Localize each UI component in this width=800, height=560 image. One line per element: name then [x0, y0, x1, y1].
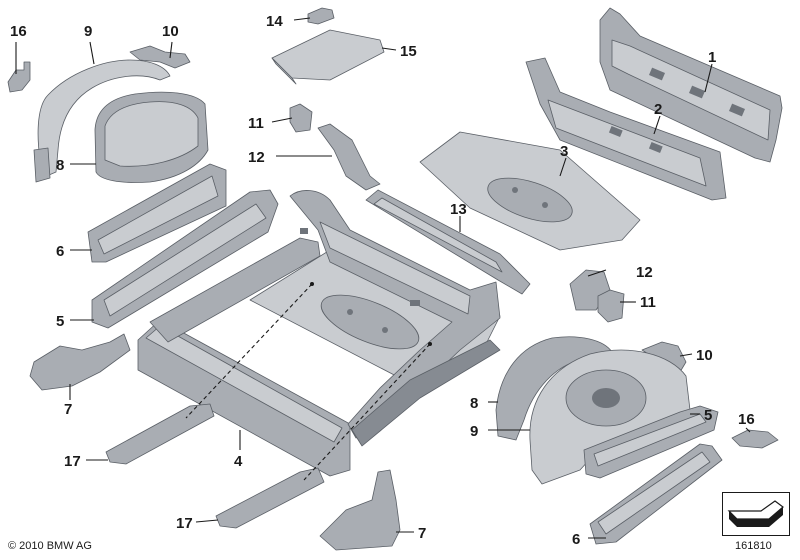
- part-6-right-sill: [589, 443, 723, 545]
- part-17-rail-lower: [215, 467, 325, 529]
- callout-12-upper: 12: [248, 149, 265, 166]
- callout-10-right: 10: [696, 347, 713, 364]
- callout-5-left: 5: [56, 313, 64, 330]
- part-16-left-bracket: [7, 61, 31, 93]
- callout-1: 1: [708, 49, 716, 66]
- part-8-left-inner-wheelhouse: [94, 91, 209, 183]
- part-6-left-sill: [87, 163, 227, 263]
- callout-16-left: 16: [10, 23, 27, 40]
- callout-15: 15: [400, 43, 417, 60]
- arrow-icon: [727, 500, 784, 527]
- callout-8-left: 8: [56, 157, 64, 174]
- part-5-right-member: [583, 405, 719, 479]
- part-7-left-bracket: [29, 333, 131, 391]
- callout-17-upper: 17: [64, 453, 81, 470]
- reference-number: 161810: [735, 540, 772, 552]
- callout-3: 3: [560, 143, 568, 160]
- part-5-left-member: [91, 189, 279, 329]
- callout-9-right: 9: [470, 423, 478, 440]
- callout-13: 13: [450, 201, 467, 218]
- part-2-crossmember: [525, 57, 727, 201]
- part-8-right-inner-wheelhouse: [495, 336, 613, 441]
- callout-7-left: 7: [64, 401, 72, 418]
- part-11-bracket-upper: [289, 103, 313, 133]
- callout-5-right: 5: [704, 407, 712, 424]
- part-13-center-rail: [365, 189, 531, 295]
- callout-11-lower: 11: [640, 294, 656, 311]
- callout-8-right: 8: [470, 395, 478, 412]
- part-12-bracket-upper: [317, 123, 381, 191]
- part-9-left-wheelhouse: [33, 59, 171, 183]
- part-14-bracket: [307, 7, 335, 25]
- part-3-floor-pan: [419, 131, 641, 251]
- callout-10-left: 10: [162, 23, 179, 40]
- callout-labels: 16 9 10 14 15 1 2 3 11 12 8 6 13 12 11 5…: [10, 13, 755, 548]
- callout-17-lower: 17: [176, 515, 193, 532]
- callout-16-right: 16: [738, 411, 755, 428]
- callout-9-left: 9: [84, 23, 92, 40]
- leader-lines: [15, 17, 751, 539]
- callout-6-left: 6: [56, 243, 64, 260]
- callout-12-lower: 12: [636, 264, 653, 281]
- part-11-bracket-lower: [597, 289, 625, 323]
- part-1-rear-panel: [599, 7, 783, 163]
- part-15-panel: [271, 29, 385, 85]
- orientation-icon-box: [722, 492, 790, 536]
- part-9-right-wheelhouse: [529, 349, 691, 485]
- part-17-rail-upper: [105, 403, 215, 465]
- callout-11-upper: 11: [248, 115, 264, 132]
- part-4-main-floor-assembly: [137, 190, 501, 477]
- callout-14: 14: [266, 13, 283, 30]
- callout-4: 4: [234, 453, 243, 470]
- copyright-text: © 2010 BMW AG: [8, 540, 92, 552]
- callout-7-bottom: 7: [418, 525, 426, 542]
- part-10-left-bracket: [129, 45, 191, 69]
- part-7-bottom-bracket: [319, 469, 401, 551]
- callout-2: 2: [654, 101, 662, 118]
- part-16-right-bracket: [731, 429, 779, 449]
- callout-6-right: 6: [572, 531, 580, 548]
